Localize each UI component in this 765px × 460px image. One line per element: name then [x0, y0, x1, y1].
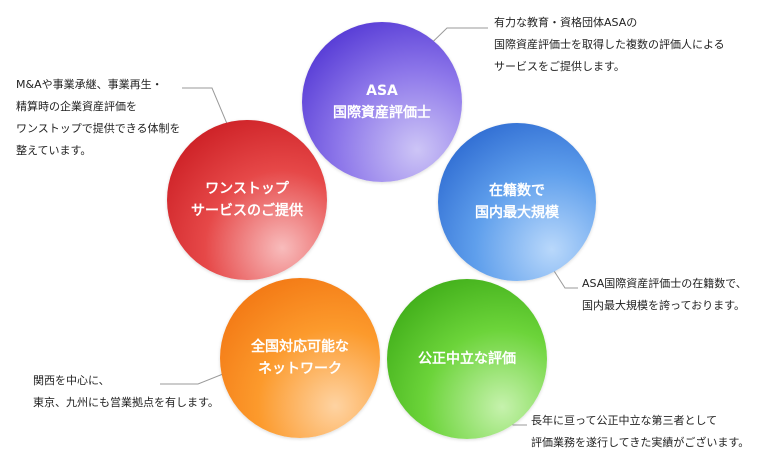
note-neutral-line-2: 評価業務を遂行してきた実績がございます。: [531, 436, 750, 449]
note-onestop-line-3: ワンストップで提供できる体制を: [16, 122, 181, 135]
circle-network-line-2: ネットワーク: [258, 361, 342, 377]
note-asa-line-2: 国際資産評価士を取得した複数の評価人による: [494, 38, 725, 51]
note-network-line-1: 関西を中心に、: [33, 374, 110, 387]
circle-asa-line-2: 国際資産評価士: [333, 105, 431, 121]
circle-largest-line-1: 在籍数で: [489, 183, 545, 199]
note-onestop: M&Aや事業承継、事業再生・ 精算時の企業資産評価を ワンストップで提供できる体…: [16, 74, 181, 162]
note-network-line-2: 東京、九州にも営業拠点を有します。: [33, 396, 219, 409]
circle-network-line-1: 全国対応可能な: [251, 339, 349, 355]
note-asa-line-1: 有力な教育・資格団体ASAの: [494, 16, 638, 29]
note-network: 関西を中心に、 東京、九州にも営業拠点を有します。: [33, 370, 219, 414]
circle-onestop-line-2: サービスのご提供: [191, 203, 303, 219]
circle-asa: ASA 国際資産評価士: [302, 22, 462, 182]
note-asa-line-3: サービスをご提供します。: [494, 60, 625, 73]
circle-asa-line-1: ASA: [366, 83, 398, 99]
note-largest-line-1: ASA国際資産評価士の在籍数で、: [582, 277, 747, 290]
note-neutral-line-1: 長年に亘って公正中立な第三者として: [531, 414, 718, 427]
note-onestop-line-2: 精算時の企業資産評価を: [16, 100, 137, 113]
circle-neutral: 公正中立な評価: [387, 279, 547, 439]
circle-onestop: ワンストップ サービスのご提供: [167, 120, 327, 280]
leader-line-onestop: [182, 87, 234, 139]
note-asa: 有力な教育・資格団体ASAの 国際資産評価士を取得した複数の評価人による サービ…: [494, 12, 725, 78]
note-largest-line-2: 国内最大規模を誇っております。: [582, 299, 746, 312]
circle-neutral-line-1: 公正中立な評価: [418, 351, 516, 367]
circle-onestop-line-1: ワンストップ: [205, 181, 289, 197]
circle-network: 全国対応可能な ネットワーク: [220, 278, 380, 438]
note-neutral: 長年に亘って公正中立な第三者として 評価業務を遂行してきた実績がございます。: [531, 410, 749, 454]
note-largest: ASA国際資産評価士の在籍数で、 国内最大規模を誇っております。: [582, 273, 747, 317]
circle-largest: 在籍数で 国内最大規模: [438, 123, 596, 281]
circle-largest-line-2: 国内最大規模: [475, 205, 559, 221]
note-onestop-line-1: M&Aや事業承継、事業再生・: [16, 78, 163, 91]
note-onestop-line-4: 整えています。: [16, 144, 92, 157]
